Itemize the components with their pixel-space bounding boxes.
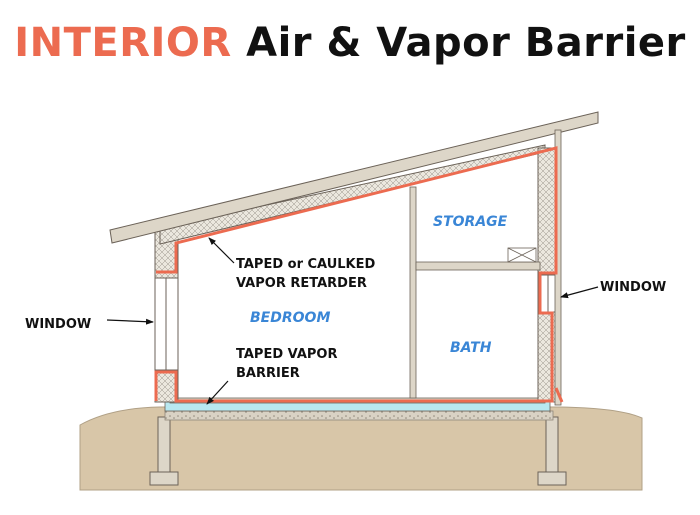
room-label-bedroom: BEDROOM bbox=[250, 310, 330, 326]
callout-barrier-line1: TAPED VAPOR bbox=[236, 347, 337, 362]
callout-barrier-line2: BARRIER bbox=[236, 366, 300, 381]
title-highlight: INTERIOR bbox=[14, 20, 232, 66]
roof-deck bbox=[109, 111, 599, 244]
storage-floor bbox=[415, 261, 541, 271]
interior-partition bbox=[409, 186, 417, 399]
left-footing bbox=[157, 416, 171, 473]
gravel-base bbox=[164, 410, 554, 421]
title-rest: Air & Vapor Barrier bbox=[246, 20, 686, 66]
callout-arrow-window-right bbox=[560, 286, 599, 299]
room-label-storage: STORAGE bbox=[433, 214, 508, 230]
room-label-bath: BATH bbox=[450, 340, 492, 356]
callout-window-right: WINDOW bbox=[600, 280, 666, 295]
callout-retarder-line2: VAPOR RETARDER bbox=[236, 276, 367, 291]
callout-window-left: WINDOW bbox=[25, 317, 91, 332]
callout-arrow-barrier bbox=[206, 380, 229, 405]
right-footing bbox=[545, 416, 559, 473]
callout-retarder-line1: TAPED or CAULKED bbox=[236, 257, 376, 272]
right-footing-base bbox=[537, 471, 567, 486]
page-title: INTERIOR Air & Vapor Barrier bbox=[0, 20, 700, 66]
callout-arrow-window-left bbox=[106, 318, 154, 325]
ground bbox=[79, 406, 643, 491]
vapor-retarder-end bbox=[554, 387, 564, 403]
vapor-retarder-line bbox=[154, 146, 558, 403]
left-footing-base bbox=[149, 471, 179, 486]
callout-arrow-retarder bbox=[208, 237, 235, 264]
